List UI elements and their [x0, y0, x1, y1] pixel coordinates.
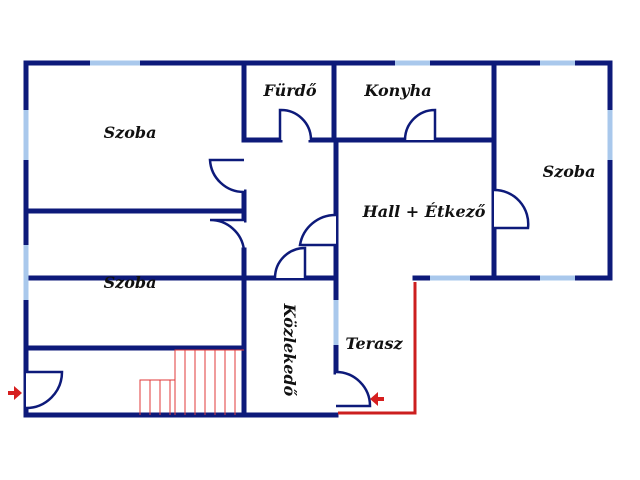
door-konyha: [403, 108, 437, 141]
door-szoba-e: [493, 188, 530, 230]
room-label-furdo: Fürdő: [263, 81, 317, 100]
entrance-arrows: [8, 386, 384, 406]
stair-outline: [139, 349, 244, 415]
door-entrance: [25, 370, 64, 410]
terrace-outline: [338, 282, 417, 415]
room-label-terasz: Terasz: [345, 334, 403, 353]
entrance-arrow-left: [8, 386, 22, 400]
stairs: [139, 349, 244, 415]
room-label-szoba-nw: Szoba: [104, 123, 157, 142]
room-label-szoba-e: Szoba: [543, 162, 596, 181]
room-label-kozlekedo: Közlekedő: [280, 303, 299, 397]
walls: [23, 60, 613, 418]
door-szoba-sw: [209, 218, 246, 251]
door-furdo: [278, 108, 313, 141]
door-szoba-nw: [208, 158, 245, 194]
door-hall-corridor: [273, 246, 307, 279]
room-label-hall: Hall + Étkező: [362, 201, 486, 221]
room-label-szoba-sw: Szoba: [104, 273, 157, 292]
door-hall-west: [298, 213, 337, 247]
door-terrace: [335, 370, 372, 408]
room-label-konyha: Konyha: [363, 81, 431, 100]
doors: [25, 108, 530, 410]
windows: [23, 60, 613, 345]
entrance-arrow-terrace: [370, 392, 384, 406]
outer-wall: [23, 60, 613, 418]
